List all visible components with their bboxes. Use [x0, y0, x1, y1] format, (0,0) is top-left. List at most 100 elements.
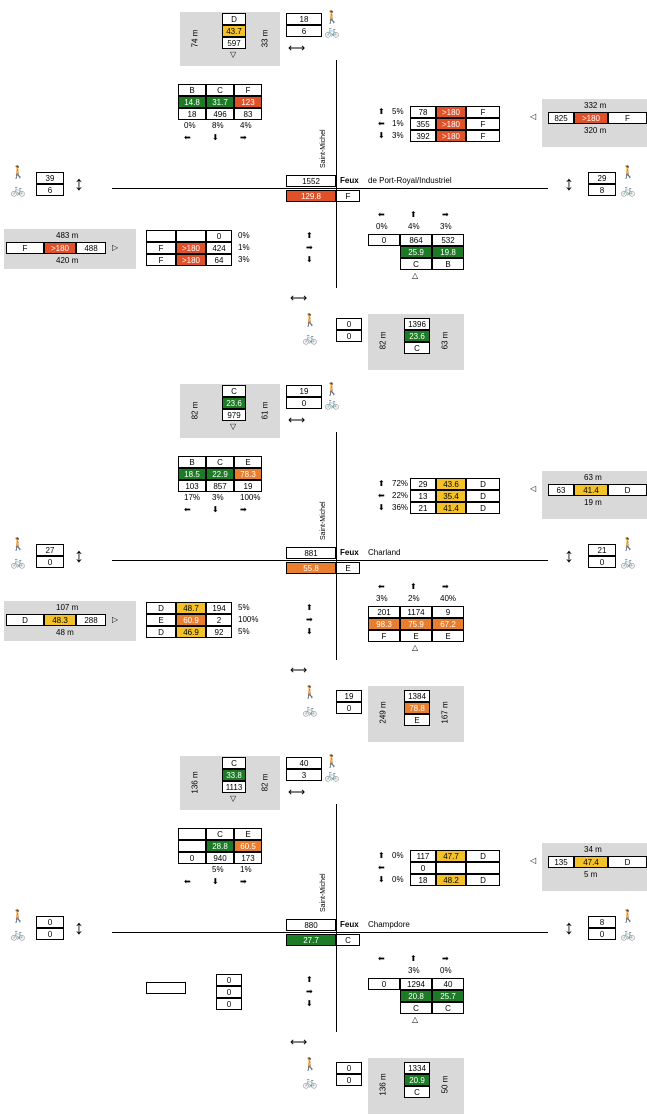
i1-eb-pct-1: 1%	[238, 243, 250, 252]
i3-south-crosswalk-arrow: ⟷	[290, 1035, 308, 1049]
i2-wb-pct-2: 36%	[392, 503, 409, 512]
i1-east-bike-icon: 🚲	[620, 183, 636, 197]
i1-east-left-triangle: ◁	[530, 112, 537, 121]
i3-nb-volume-1: 1294	[400, 978, 432, 990]
i1-wb-volume-1: 355	[410, 118, 436, 130]
i3-total-delay: 27.7	[286, 934, 336, 946]
i1-west-approach-volume: 488	[76, 242, 106, 254]
i1-south-crosswalk-arrow: ⟷	[290, 291, 308, 305]
i3-west-ped-count: 0	[36, 916, 64, 928]
i2-east-left-triangle: ◁	[530, 484, 537, 493]
i2-street-name: Charland	[368, 548, 401, 557]
i3-wb-volume-1: 0	[410, 862, 436, 874]
i2-vertical-street	[336, 432, 337, 660]
i3-sb-delay-0	[178, 840, 206, 852]
i3-nb-arrow-2: ➡	[442, 954, 449, 963]
i1-wb-volume-0: 78	[410, 106, 436, 118]
i2-south-ped-icon: 🚶	[302, 685, 318, 699]
i3-south-bike-icon: 🚲	[302, 1075, 318, 1089]
i2-nb-volume-1: 1174	[400, 606, 432, 618]
i2-wb-pct-0: 72%	[392, 479, 409, 488]
i3-horizontal-street	[112, 932, 548, 933]
i1-nb-volume-1: 864	[400, 234, 432, 246]
i1-sb-los-2: F	[234, 84, 262, 96]
i2-north-down-triangle: ▽	[230, 422, 237, 431]
i3-north-queue-left: 136 m	[190, 771, 200, 794]
i1-total-delay: 129.8	[286, 190, 336, 202]
i2-south-ped-count: 19	[336, 690, 362, 702]
i1-nb-arrow-1: ⬆	[410, 210, 417, 219]
i2-eb-arrow-0: ⬆	[306, 603, 313, 612]
i2-horizontal-street	[112, 560, 548, 561]
i2-south-approach-volume: 1384	[404, 690, 430, 702]
i1-horizontal-street	[112, 188, 548, 189]
i1-eb-volume-1: 424	[206, 242, 232, 254]
i3-east-ped-icon: 🚶	[620, 909, 636, 923]
i1-wb-arrow-2: ⬇	[378, 131, 385, 140]
i3-sb-arrow-left: ⬅	[184, 877, 191, 886]
i2-east-crosswalk-arrow: ↕	[564, 545, 574, 567]
i1-nb-volume-0: 0	[368, 234, 400, 246]
i1-eb-volume-0: 0	[206, 230, 232, 242]
i3-wb-los-2: D	[466, 874, 500, 886]
i1-south-ped-count: 0	[336, 318, 362, 330]
i3-sb-delay-1: 28.8	[206, 840, 234, 852]
i1-north-ped-count: 18	[286, 13, 322, 25]
i2-sb-pct-1: 3%	[212, 493, 224, 502]
i2-eb-pct-0: 5%	[238, 603, 250, 612]
i1-wb-arrow-1: ⬅	[378, 119, 385, 128]
i1-sb-arrow-left: ⬅	[184, 133, 191, 142]
i1-eb-los-2: F	[146, 254, 176, 266]
i3-eb-arrow-1: ➡	[306, 987, 313, 996]
i2-nb-pct-0: 3%	[376, 594, 388, 603]
i3-vertical-street	[336, 804, 337, 1032]
i2-wb-los-2: D	[466, 502, 500, 514]
i1-nb-arrow-2: ➡	[442, 210, 449, 219]
i3-north-crosswalk-arrow: ⟷	[288, 785, 306, 799]
i2-sb-pct-2: 100%	[240, 493, 261, 502]
i1-nb-los-1: C	[400, 258, 432, 270]
i1-north-approach-volume: 597	[222, 37, 246, 49]
i1-east-approach-volume: 825	[548, 112, 574, 124]
i2-east-bike-count: 0	[588, 556, 616, 568]
i1-north-ped-icon: 🚶	[324, 10, 340, 24]
i3-east-bike-icon: 🚲	[620, 927, 636, 941]
i1-sb-delay-2: 123	[234, 96, 262, 108]
i2-nb-arrow-1: ⬆	[410, 582, 417, 591]
i1-sb-pct-2: 4%	[240, 121, 252, 130]
i2-nb-pct-1: 2%	[408, 594, 420, 603]
i2-south-bike-icon: 🚲	[302, 703, 318, 717]
i3-sb-arrow-down: ⬇	[212, 877, 219, 886]
i1-south-bike-count: 0	[336, 330, 362, 342]
i2-west-bike-icon: 🚲	[10, 555, 26, 569]
i2-wb-volume-2: 21	[410, 502, 436, 514]
i2-wb-delay-0: 43.6	[436, 478, 466, 490]
i1-wb-los-0: F	[466, 106, 500, 118]
i2-eb-delay-0: 48.7	[176, 602, 206, 614]
i1-west-approach-los: F	[6, 242, 44, 254]
i3-sb-arrow-right: ➡	[240, 877, 247, 886]
i2-east-approach-delay: 41.4	[574, 484, 608, 496]
i2-west-approach-volume: 288	[76, 614, 106, 626]
i3-east-approach-volume: 135	[548, 856, 574, 868]
i2-nb-volume-2: 9	[432, 606, 464, 618]
i1-eb-arrow-2: ⬇	[306, 255, 313, 264]
i2-nb-delay-2: 67.2	[432, 618, 464, 630]
i2-eb-delay-2: 46.9	[176, 626, 206, 638]
i1-wb-pct-1: 1%	[392, 119, 404, 128]
i2-cross-street-label: Saint-Michel	[320, 501, 327, 540]
i1-wb-delay-1: >180	[436, 118, 466, 130]
i3-eb-volume-0: 0	[216, 974, 242, 986]
i2-sb-volume-2: 19	[234, 480, 262, 492]
i2-sb-los-1: C	[206, 456, 234, 468]
i2-eb-los-2: D	[146, 626, 176, 638]
i3-nb-delay-1: 20.8	[400, 990, 432, 1002]
i1-wb-arrow-0: ⬆	[378, 107, 385, 116]
i1-eb-delay-0	[176, 230, 206, 242]
i2-west-bike-count: 0	[36, 556, 64, 568]
i3-cross-street-label: Saint-Michel	[320, 873, 327, 912]
i2-total-los: E	[336, 562, 360, 574]
i3-nb-delay-2: 25.7	[432, 990, 464, 1002]
i1-eb-volume-2: 64	[206, 254, 232, 266]
i3-nb-volume-0: 0	[368, 978, 400, 990]
